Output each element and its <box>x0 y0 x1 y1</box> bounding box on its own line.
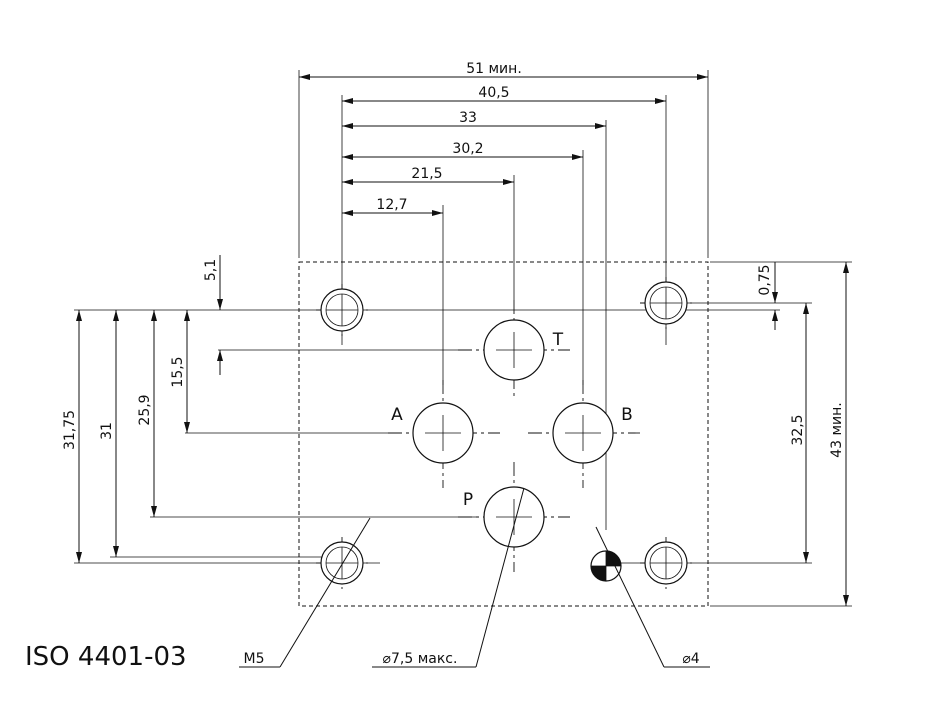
dim-25-9: 25,9 <box>137 394 153 425</box>
port-p <box>483 486 545 548</box>
horizontal-dimensions <box>299 74 708 216</box>
dim-21-5: 21,5 <box>411 166 442 182</box>
callout-pin-diameter: ⌀4 <box>682 651 699 667</box>
standard-title: ISO 4401-03 <box>25 642 187 672</box>
dim-33: 33 <box>459 110 477 126</box>
mounting-hole-bottom-left <box>320 541 364 585</box>
port-t <box>483 319 545 381</box>
dim-32-5: 32,5 <box>790 414 806 445</box>
dim-5-1: 5,1 <box>203 259 219 281</box>
port-label-b: B <box>621 405 633 425</box>
dim-31-75: 31,75 <box>62 410 78 450</box>
dim-15-5: 15,5 <box>170 356 186 387</box>
mounting-hole-bottom-right <box>644 541 688 585</box>
port-label-t: T <box>552 330 564 350</box>
dim-30-2: 30,2 <box>452 141 483 157</box>
dim-12-7: 12,7 <box>376 197 407 213</box>
extension-lines <box>74 70 852 607</box>
leader-lines <box>239 487 710 668</box>
callout-port-diameter: ⌀7,5 макс. <box>383 651 458 667</box>
vertical-dimensions <box>76 255 849 606</box>
dim-31: 31 <box>99 422 115 440</box>
mounting-hole-top-left <box>320 288 364 332</box>
callout-thread-m5: M5 <box>244 651 265 667</box>
locating-pin-symbol <box>590 550 622 582</box>
mounting-hole-top-right <box>644 281 688 325</box>
port-b <box>552 402 614 464</box>
port-a <box>412 402 474 464</box>
dim-0-75: 0,75 <box>757 264 773 295</box>
plate-outline <box>298 261 709 607</box>
dim-40-5: 40,5 <box>478 85 509 101</box>
mounting-holes <box>320 281 688 585</box>
dim-width-min: 51 мин. <box>466 61 522 77</box>
ports <box>412 319 614 548</box>
port-label-p: P <box>463 490 473 510</box>
dim-height-min: 43 мин. <box>829 402 845 458</box>
port-label-a: A <box>391 405 403 425</box>
